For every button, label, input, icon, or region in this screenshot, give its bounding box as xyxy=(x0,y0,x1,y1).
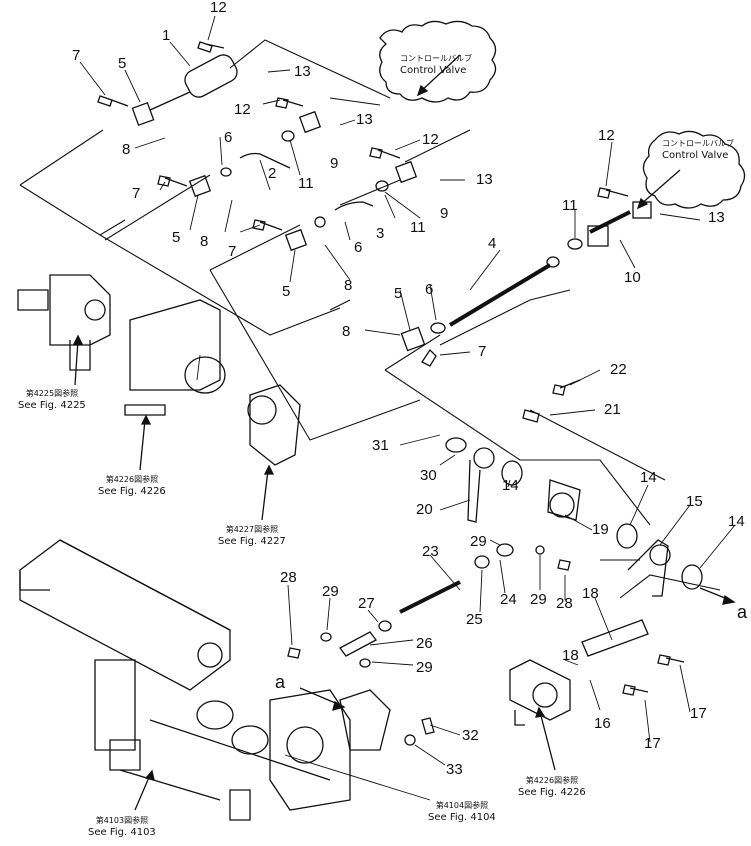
part-number-15: 15 xyxy=(686,493,703,510)
part-number-17: 17 xyxy=(644,735,661,752)
part-number-11: 11 xyxy=(410,219,426,236)
part-number-29: 29 xyxy=(416,659,433,676)
part-number-8: 8 xyxy=(122,141,131,158)
part-number-27: 27 xyxy=(358,595,375,612)
part-number-9: 9 xyxy=(440,205,449,222)
part-number-23: 23 xyxy=(422,543,439,560)
reference-arrows xyxy=(72,54,736,811)
part-number-26: 26 xyxy=(416,635,433,652)
part-number-12: 12 xyxy=(422,131,439,148)
part-number-8: 8 xyxy=(342,323,351,340)
bolts-and-pins xyxy=(97,41,703,746)
part-number-5: 5 xyxy=(118,55,127,72)
part-number-6: 6 xyxy=(224,129,233,146)
part-number-25: 25 xyxy=(466,611,483,628)
part-number-32: 32 xyxy=(462,727,479,744)
part-number-20: 20 xyxy=(416,501,433,518)
part-number-30: 30 xyxy=(420,467,437,484)
part-number-17: 17 xyxy=(690,705,707,722)
part-number-5: 5 xyxy=(394,285,403,302)
part-number-10: 10 xyxy=(624,269,641,286)
part-number-12: 12 xyxy=(234,101,251,118)
part-number-5: 5 xyxy=(172,229,181,246)
part-number-14: 14 xyxy=(502,477,519,494)
part-number-13: 13 xyxy=(476,171,493,188)
marker-a-left: a xyxy=(275,672,286,692)
part-number-12: 12 xyxy=(598,127,615,144)
part-number-29: 29 xyxy=(530,591,547,608)
ref-fig-4227: 第4227図参照 See Fig. 4227 xyxy=(218,525,286,547)
part-number-7: 7 xyxy=(72,47,81,64)
ref-fig-4226: 第4226図参照 See Fig. 4226 xyxy=(98,475,166,497)
part-number-13: 13 xyxy=(294,63,311,80)
part-number-7: 7 xyxy=(228,243,237,260)
part-number-22: 22 xyxy=(610,361,627,378)
control-valve-cloud-right xyxy=(642,130,746,209)
part-number-29: 29 xyxy=(322,583,339,600)
part-number-19: 19 xyxy=(592,521,609,538)
part-number-3: 3 xyxy=(376,225,385,242)
marker-a-right: a xyxy=(737,602,748,622)
part-number-13: 13 xyxy=(708,209,725,226)
middle-assembly-4226 xyxy=(124,299,226,416)
leader-lines xyxy=(79,15,736,801)
part-number-14: 14 xyxy=(728,513,745,530)
part-number-24: 24 xyxy=(500,591,517,608)
part-number-21: 21 xyxy=(604,401,621,418)
part-number-18: 18 xyxy=(582,585,599,602)
control-valve-label-top: コントロールバルブ Control Valve xyxy=(400,54,472,76)
part-number-6: 6 xyxy=(354,239,363,256)
part-number-4: 4 xyxy=(488,235,497,252)
control-valve-cloud-top xyxy=(379,20,497,103)
linkage-outlines xyxy=(19,39,721,599)
part-number-7: 7 xyxy=(478,343,487,360)
part-number-8: 8 xyxy=(200,233,209,250)
part-number-1: 1 xyxy=(162,27,171,44)
bottom-frame-4103 xyxy=(19,539,391,821)
right-assembly-4227 xyxy=(247,384,301,466)
part-number-11: 11 xyxy=(298,175,314,192)
part-number-33: 33 xyxy=(446,761,463,778)
part-number-8: 8 xyxy=(344,277,353,294)
part-number-31: 31 xyxy=(372,437,389,454)
ref-fig-4103: 第4103図参照 See Fig. 4103 xyxy=(88,816,156,838)
ref-fig-4104: 第4104図参照 See Fig. 4104 xyxy=(428,801,496,823)
part-number-7: 7 xyxy=(132,185,141,202)
ref-fig-4226-bottom: 第4226図参照 See Fig. 4226 xyxy=(518,776,586,798)
part-number-13: 13 xyxy=(356,111,373,128)
part-number-28: 28 xyxy=(556,595,573,612)
part-number-12: 12 xyxy=(210,0,227,16)
part-number-5: 5 xyxy=(282,283,291,300)
part-number-14: 14 xyxy=(640,469,657,486)
part-number-9: 9 xyxy=(330,155,339,172)
part-number-2: 2 xyxy=(268,165,277,182)
part-number-18: 18 xyxy=(562,647,579,664)
part-number-6: 6 xyxy=(425,281,434,298)
part-number-29: 29 xyxy=(470,533,487,550)
left-assembly-4225 xyxy=(17,274,111,371)
part-number-11: 11 xyxy=(562,197,578,214)
ref-fig-4225: 第4225図参照 See Fig. 4225 xyxy=(18,389,86,411)
bottom-right-assembly-4226 xyxy=(509,659,571,726)
part-number-16: 16 xyxy=(594,715,611,732)
part-number-28: 28 xyxy=(280,569,297,586)
control-valve-label-right: コントロールバルブ Control Valve xyxy=(662,139,734,161)
part-1-cylinder xyxy=(131,54,238,127)
